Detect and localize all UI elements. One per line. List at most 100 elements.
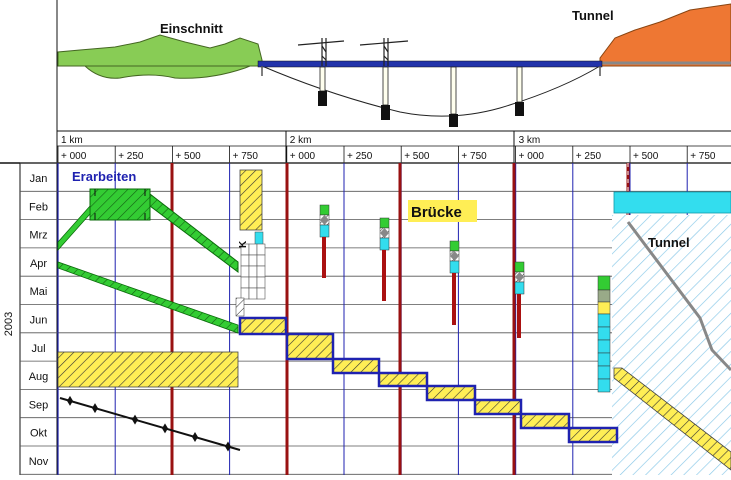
pier-cyan xyxy=(597,326,611,341)
tunnel-zone: Tunnel xyxy=(612,191,731,475)
month-label: Feb xyxy=(29,201,48,213)
stair-block xyxy=(427,386,475,400)
month-label: Jun xyxy=(30,315,48,327)
diamond-marker xyxy=(67,395,73,406)
label-einschnitt: Einschnitt xyxy=(160,21,224,36)
stair-block xyxy=(379,373,427,386)
chainage-label: + 750 xyxy=(461,151,487,162)
month-label: Mrz xyxy=(29,230,47,242)
terrain-profile: Einschnitt Tunnel xyxy=(57,3,731,127)
pier-cyan xyxy=(319,224,330,238)
pier-cyan xyxy=(597,378,611,393)
stair-block xyxy=(475,400,521,414)
bridge-piers xyxy=(318,66,524,127)
k-white-grid xyxy=(240,243,266,300)
bridge-deck xyxy=(257,60,603,68)
tunnel-yellow-band xyxy=(613,367,731,471)
chainage-label: + 000 xyxy=(61,151,87,162)
diamond-marker xyxy=(132,414,138,425)
pier-green xyxy=(514,261,525,273)
km-label: 1 km xyxy=(61,135,83,146)
staircase-outline xyxy=(238,316,619,444)
label-tunnel-profile: Tunnel xyxy=(572,8,614,23)
month-label: Sep xyxy=(29,399,49,411)
stair-block xyxy=(240,318,286,334)
crane-icons xyxy=(297,38,409,66)
month-label: Okt xyxy=(30,428,47,440)
pier-cyan xyxy=(597,365,611,380)
pier-columns xyxy=(319,204,611,393)
chainage-labels: + 000 + 250 + 500 + 750 + 000 + 250 + 500 + 750… xyxy=(57,146,716,163)
chainage-label: + 750 xyxy=(690,151,716,162)
pier-rod xyxy=(382,250,386,301)
chainage-label: + 500 xyxy=(175,151,201,162)
earthworks-block xyxy=(89,188,151,221)
tunnel-portal-bar xyxy=(613,191,731,214)
k-yellow xyxy=(239,169,263,231)
earthworks: Erarbeiten xyxy=(57,169,239,334)
diamond-line xyxy=(59,395,241,452)
km-labels: 1 km 2 km 3 km xyxy=(61,135,540,146)
month-label: Mai xyxy=(30,286,48,298)
km-label: 3 km xyxy=(519,135,541,146)
chainage-label: + 750 xyxy=(233,151,259,162)
pier-hatch xyxy=(597,289,611,303)
km-label: 2 km xyxy=(290,135,312,146)
valley-line xyxy=(261,65,601,117)
august-block xyxy=(57,351,239,388)
month-label: Jul xyxy=(31,343,45,355)
cut-excavation xyxy=(83,65,251,79)
stair-block xyxy=(521,414,569,428)
chainage-label: + 500 xyxy=(633,151,659,162)
pier-cyan xyxy=(449,260,460,274)
chainage-label: + 500 xyxy=(404,151,430,162)
pier-cyan xyxy=(597,352,611,367)
pier-green xyxy=(449,240,460,252)
tunnel-progress-line xyxy=(626,221,731,372)
pier-cyan xyxy=(379,237,390,251)
pier-cyan xyxy=(597,339,611,354)
stair-block xyxy=(287,334,333,359)
k-small-hatch xyxy=(235,297,245,317)
diamond-marker xyxy=(225,441,231,452)
bridge-label-bg xyxy=(408,200,477,222)
bridge-staircase xyxy=(238,316,619,444)
diamond-marker xyxy=(192,432,198,442)
month-label: Apr xyxy=(30,258,47,270)
earthworks-long-slope xyxy=(57,261,239,334)
chainage-label: + 250 xyxy=(118,151,144,162)
chainage-label: + 250 xyxy=(347,151,373,162)
chainage-label: + 000 xyxy=(519,151,545,162)
earthworks-left-slope xyxy=(57,204,91,252)
pier-rod xyxy=(322,237,326,278)
pier-green xyxy=(379,217,390,229)
pier-rod xyxy=(517,294,521,338)
chainage-label: + 000 xyxy=(290,151,316,162)
pier-green xyxy=(319,204,330,216)
diamond-marker xyxy=(92,403,98,414)
year-label: 2003 xyxy=(3,312,15,336)
label-bruecke: Brücke xyxy=(411,204,462,221)
month-label: Nov xyxy=(29,456,49,468)
k-column: K xyxy=(235,169,266,317)
pier-green xyxy=(597,275,611,291)
tunnel-mountain xyxy=(599,3,731,67)
pier-cyan xyxy=(514,281,525,295)
cut-terrain xyxy=(57,34,263,67)
stair-block xyxy=(569,428,617,442)
month-label: Jan xyxy=(30,173,48,185)
label-tunnel-chart: Tunnel xyxy=(648,235,690,250)
pier-cyan xyxy=(597,313,611,328)
k-label: K xyxy=(238,240,249,248)
month-label: Aug xyxy=(29,371,49,383)
stair-block xyxy=(333,359,379,373)
chainage-label: + 250 xyxy=(576,151,602,162)
earthworks-right-slope xyxy=(149,192,239,273)
label-erarbeiten: Erarbeiten xyxy=(72,169,136,184)
diamond-marker xyxy=(162,423,168,434)
